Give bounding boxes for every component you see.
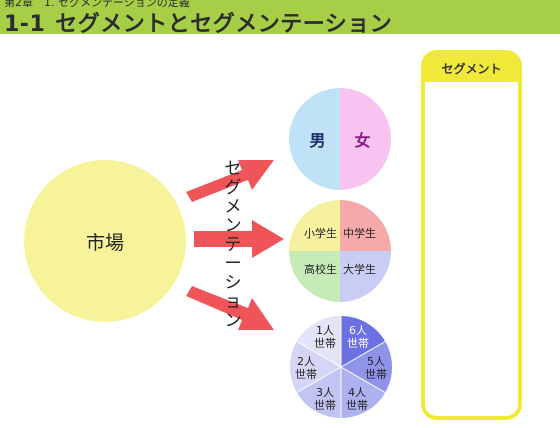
household-5-label: 5人世帯 xyxy=(365,355,387,381)
male-label: 男 xyxy=(309,131,326,150)
elementary-segment: 小学生 xyxy=(289,200,340,251)
high-school-label: 高校生 xyxy=(304,263,337,276)
junior-high-label: 中学生 xyxy=(343,227,376,240)
chapter-label: 第2章 1. セグメンテーションの定義 xyxy=(4,0,190,9)
gender-circle: 男 女 xyxy=(289,88,391,190)
segment-panel-title: セグメント xyxy=(441,61,502,76)
arrow-to-gender xyxy=(186,160,274,202)
female-segment: 女 xyxy=(340,88,391,190)
arrow-to-household xyxy=(186,286,274,330)
junior-high-segment: 中学生 xyxy=(340,200,391,251)
page-title: 1-1 セグメントとセグメンテーション xyxy=(4,6,392,34)
household-6-label: 6人世帯 xyxy=(347,324,369,350)
household-4-label: 4人世帯 xyxy=(346,386,368,412)
segmentation-label: セグメンテーション xyxy=(224,159,242,331)
high-school-segment: 高校生 xyxy=(289,251,340,302)
section-number: 1-1 xyxy=(4,12,46,34)
school-circle: 小学生 中学生 高校生 大学生 xyxy=(289,200,391,302)
title-text: セグメントとセグメンテーション xyxy=(55,12,393,34)
household-3-label: 3人世帯 xyxy=(314,386,336,412)
market-circle: 市場 xyxy=(24,160,186,322)
household-2-label: 2人世帯 xyxy=(295,355,317,381)
household-1-label: 1人世帯 xyxy=(314,324,336,350)
elementary-label: 小学生 xyxy=(304,227,337,240)
female-label: 女 xyxy=(354,131,371,150)
male-segment: 男 xyxy=(289,88,340,190)
segment-panel-header: セグメント xyxy=(425,54,518,82)
market-label: 市場 xyxy=(85,231,124,254)
header-bar: 第2章 1. セグメンテーションの定義 1-1 セグメントとセグメンテーション xyxy=(0,0,560,34)
segment-panel: セグメント xyxy=(421,50,522,420)
university-label: 大学生 xyxy=(343,263,376,276)
arrow-to-school xyxy=(194,220,284,258)
household-pie xyxy=(289,316,393,418)
university-segment: 大学生 xyxy=(340,251,391,302)
